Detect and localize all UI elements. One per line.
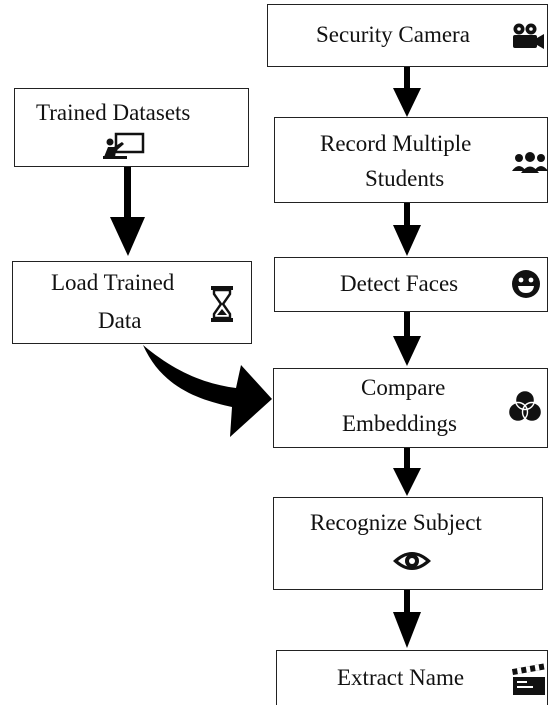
arrow-datasets-to-load (110, 167, 145, 256)
recognize-subject-label: Recognize Subject (310, 510, 482, 535)
node-recognize-subject: Recognize Subject (273, 497, 543, 590)
load-trained-line1: Load Trained (51, 270, 175, 295)
node-extract-name: Extract Name (276, 650, 548, 705)
clapperboard-icon (511, 663, 545, 695)
venn-circles-icon (507, 389, 543, 423)
presentation-board-icon (103, 132, 145, 159)
video-camera-icon (513, 23, 544, 49)
users-group-icon (512, 152, 548, 173)
arrow-recognize-to-extract (393, 590, 421, 648)
arrow-detect-to-compare (393, 312, 421, 366)
node-detect-faces: Detect Faces (274, 257, 548, 312)
compare-embeddings-line2: Embeddings (342, 411, 457, 436)
node-record-students: Record Multiple Students (274, 117, 548, 203)
trained-datasets-label: Trained Datasets (36, 100, 191, 125)
security-camera-label: Security Camera (316, 22, 470, 47)
compare-embeddings-line1: Compare (361, 375, 446, 400)
node-security-camera: Security Camera (267, 4, 548, 67)
detect-faces-label: Detect Faces (340, 271, 459, 296)
curved-arrow-load-to-compare (143, 345, 272, 437)
record-students-line2: Students (365, 166, 445, 191)
arrow-record-to-detect (393, 203, 421, 256)
extract-name-label: Extract Name (337, 665, 465, 690)
load-trained-line2: Data (98, 308, 142, 333)
node-compare-embeddings: Compare Embeddings (273, 368, 548, 448)
node-load-trained-data: Load Trained Data (12, 261, 252, 344)
arrow-camera-to-record (393, 66, 421, 117)
hourglass-icon (211, 286, 233, 322)
arrow-compare-to-recognize (393, 448, 421, 496)
node-trained-datasets: Trained Datasets (14, 88, 249, 167)
smiley-face-icon (512, 270, 540, 298)
eye-icon (393, 552, 431, 570)
record-students-line1: Record Multiple (320, 131, 472, 156)
